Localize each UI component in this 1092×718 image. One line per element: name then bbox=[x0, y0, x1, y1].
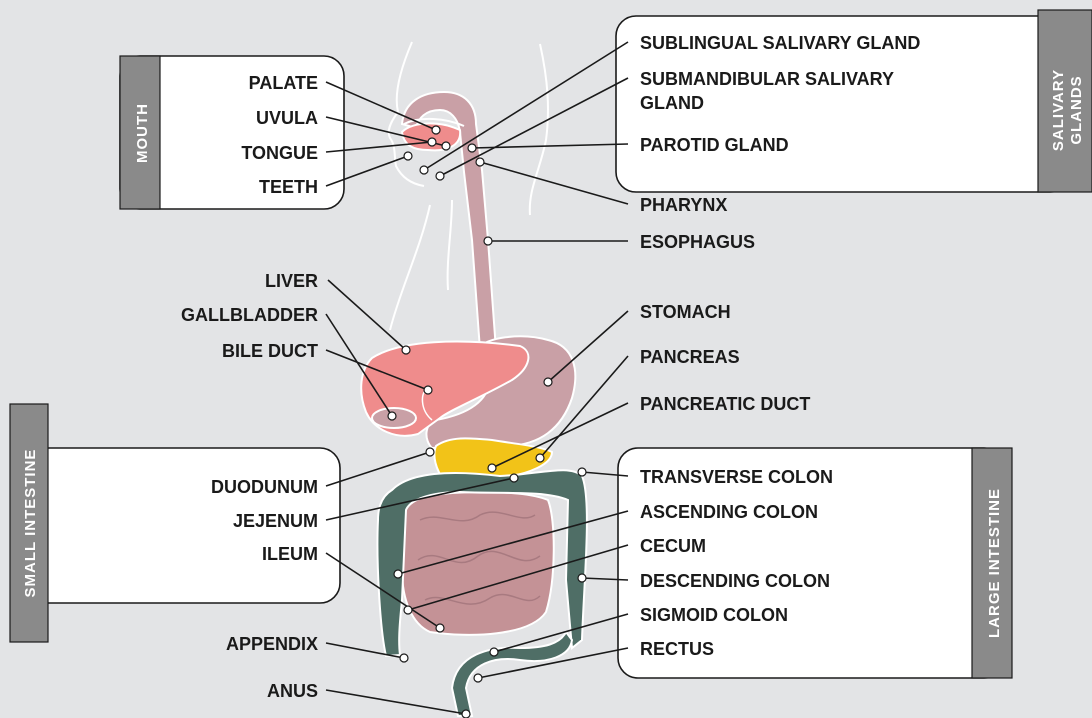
label-uvula: UVULA bbox=[256, 108, 318, 128]
salivary-title-line1: SALIVARY bbox=[1050, 69, 1067, 151]
label-parotid: PAROTID GLAND bbox=[640, 135, 789, 155]
label-anus: ANUS bbox=[267, 681, 318, 701]
label-descending-colon: DESCENDING COLON bbox=[640, 571, 830, 591]
label-tongue: TONGUE bbox=[241, 143, 318, 163]
label-submandibular-line2: GLAND bbox=[640, 93, 704, 113]
label-jejenum: JEJENUM bbox=[233, 511, 318, 531]
label-esophagus: ESOPHAGUS bbox=[640, 232, 755, 252]
large-intestine-title: LARGE INTESTINE bbox=[986, 488, 1003, 638]
label-pancreas: PANCREAS bbox=[640, 347, 740, 367]
label-duodunum: DUODUNUM bbox=[211, 477, 318, 497]
label-appendix: APPENDIX bbox=[226, 634, 318, 654]
label-pharynx: PHARYNX bbox=[640, 195, 727, 215]
label-palate: PALATE bbox=[249, 73, 318, 93]
label-cecum: CECUM bbox=[640, 536, 706, 556]
label-gallbladder: GALLBLADDER bbox=[181, 305, 318, 325]
label-ileum: ILEUM bbox=[262, 544, 318, 564]
small-intestine-title: SMALL INTESTINE bbox=[22, 449, 39, 598]
label-stomach: STOMACH bbox=[640, 302, 731, 322]
label-ascending-colon: ASCENDING COLON bbox=[640, 502, 818, 522]
mouth-title: MOUTH bbox=[134, 103, 151, 163]
small-intestine-organ bbox=[402, 492, 554, 635]
label-sigmoid-colon: SIGMOID COLON bbox=[640, 605, 788, 625]
label-bile-duct: BILE DUCT bbox=[222, 341, 318, 361]
label-pancreatic-duct: PANCREATIC DUCT bbox=[640, 394, 810, 414]
label-rectus: RECTUS bbox=[640, 639, 714, 659]
label-transverse-colon: TRANSVERSE COLON bbox=[640, 467, 833, 487]
label-teeth: TEETH bbox=[259, 177, 318, 197]
label-sublingual: SUBLINGUAL SALIVARY GLAND bbox=[640, 33, 920, 53]
label-liver: LIVER bbox=[265, 271, 318, 291]
label-submandibular-line1: SUBMANDIBULAR SALIVARY bbox=[640, 69, 894, 89]
salivary-title-line2: GLANDS bbox=[1068, 75, 1085, 144]
